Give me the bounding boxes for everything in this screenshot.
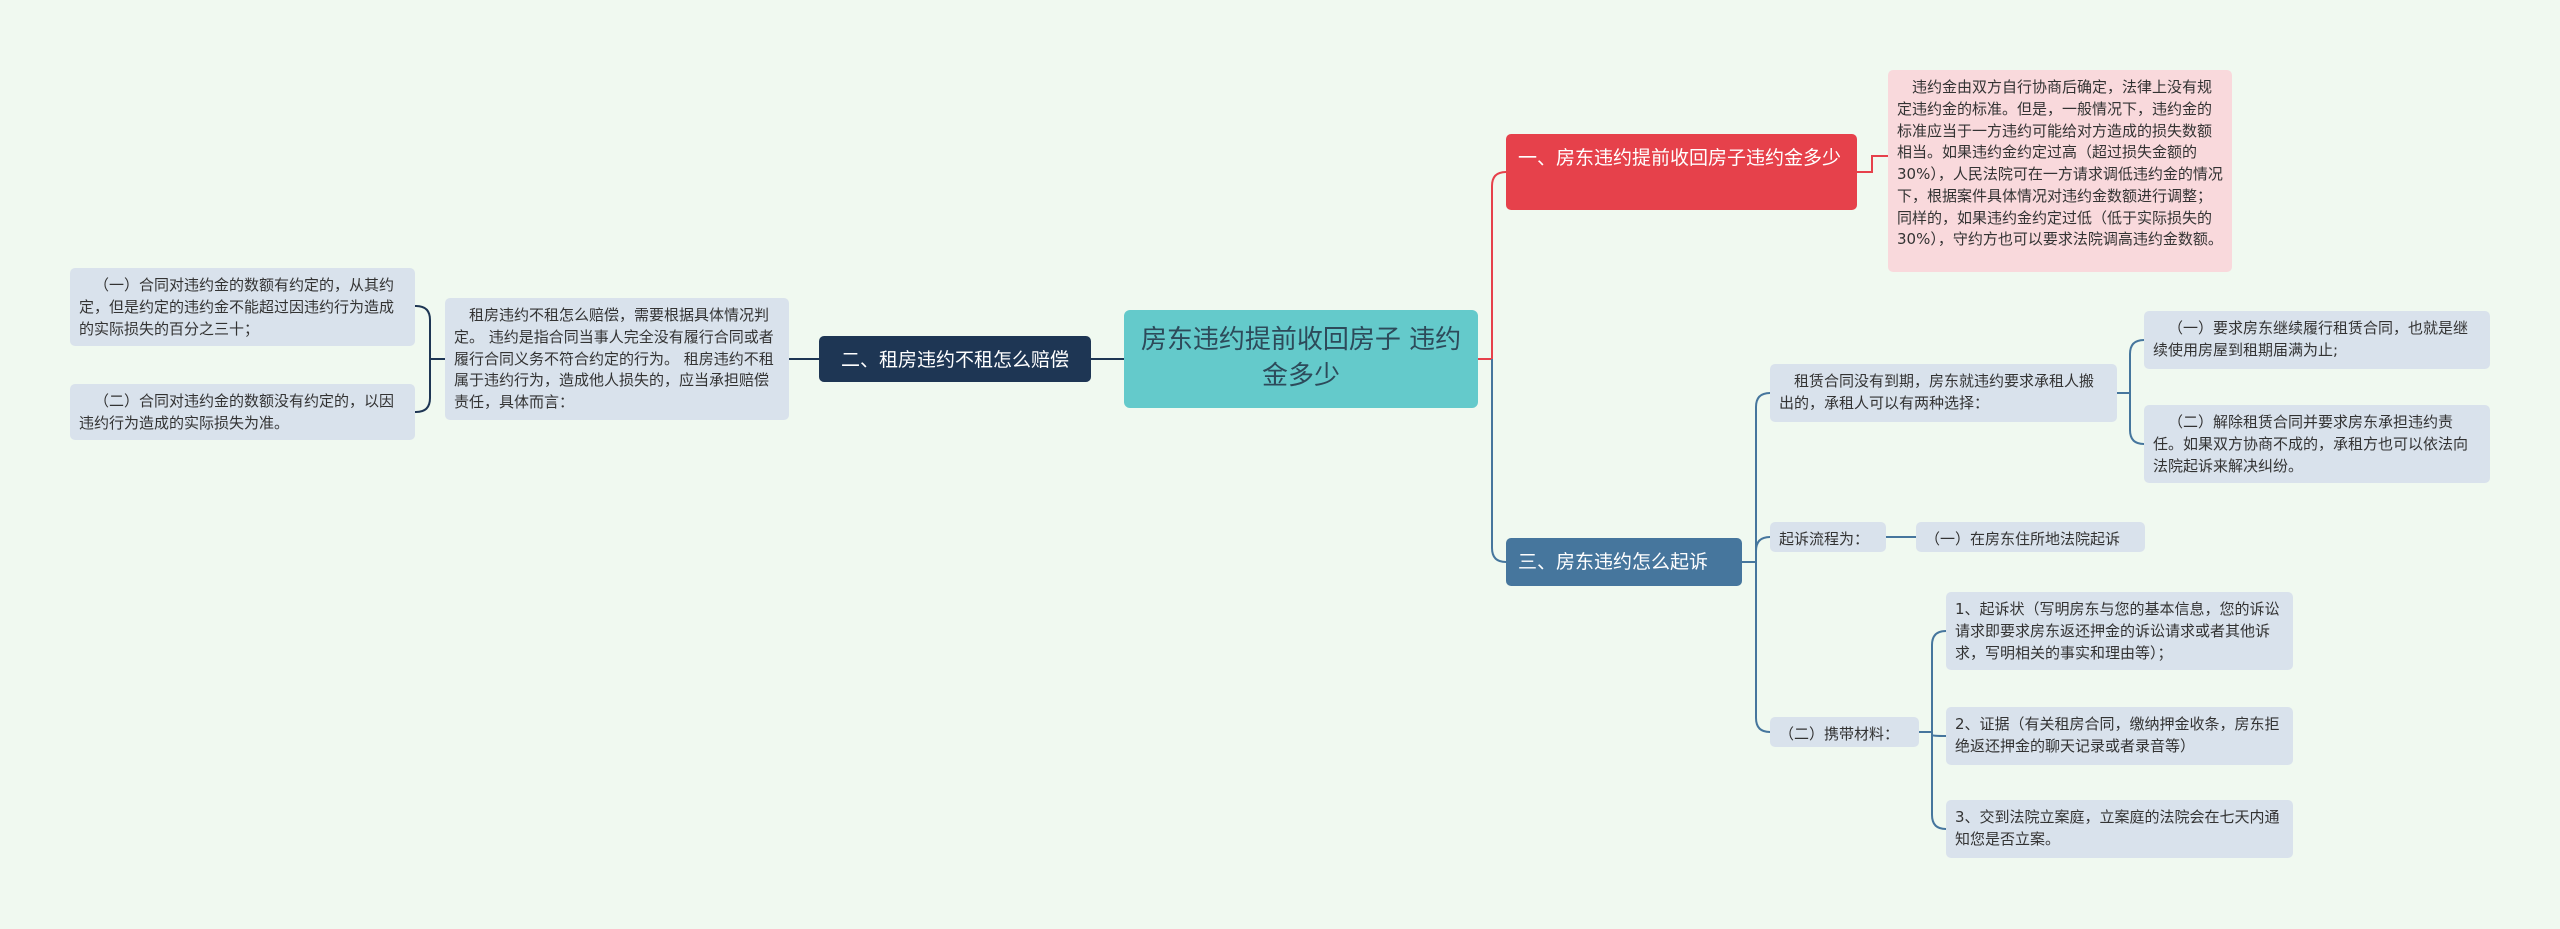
topic-3-branch-2-node[interactable]: 起诉流程为： (1770, 522, 1886, 552)
topic-2-item-2-node[interactable]: （二）合同对违约金的数额没有约定的，以因违约行为造成的实际损失为准。 (70, 384, 415, 440)
topic-1-node[interactable]: 一、房东违约提前收回房子违约金多少 (1506, 134, 1857, 210)
topic-3-branch-3-node[interactable]: （二）携带材料： (1770, 717, 1919, 747)
topic-3-branch-1-node[interactable]: 租赁合同没有到期，房东就违约要求承租人搬出的，承租人可以有两种选择： (1770, 364, 2117, 422)
topic-2-node[interactable]: 二、租房违约不租怎么赔偿 (819, 336, 1091, 382)
topic-3-branch-3-item-2-node[interactable]: 2、证据（有关租房合同，缴纳押金收条，房东拒绝返还押金的聊天记录或者录音等） (1946, 707, 2293, 765)
topic-3-branch-2-item-1-node[interactable]: （一）在房东住所地法院起诉 (1916, 522, 2145, 552)
topic-3-branch-3-item-3-node[interactable]: 3、交到法院立案庭，立案庭的法院会在七天内通知您是否立案。 (1946, 800, 2293, 858)
topic-1-detail-node[interactable]: 违约金由双方自行协商后确定，法律上没有规定违约金的标准。但是，一般情况下，违约金… (1888, 70, 2232, 272)
topic-2-detail-node[interactable]: 租房违约不租怎么赔偿，需要根据具体情况判定。 违约是指合同当事人完全没有履行合同… (445, 298, 789, 420)
root-node[interactable]: 房东违约提前收回房子 违约金多少 (1124, 310, 1478, 408)
topic-2-item-1-node[interactable]: （一）合同对违约金的数额有约定的，从其约定，但是约定的违约金不能超过因违约行为造… (70, 268, 415, 346)
topic-3-branch-1-item-2-node[interactable]: （二）解除租赁合同并要求房东承担违约责任。如果双方协商不成的，承租方也可以依法向… (2144, 405, 2490, 483)
topic-3-node[interactable]: 三、房东违约怎么起诉 (1506, 538, 1742, 586)
topic-3-branch-3-item-1-node[interactable]: 1、起诉状（写明房东与您的基本信息，您的诉讼请求即要求房东返还押金的诉讼请求或者… (1946, 592, 2293, 670)
topic-3-branch-1-item-1-node[interactable]: （一）要求房东继续履行租赁合同，也就是继续使用房屋到租期届满为止; (2144, 311, 2490, 369)
